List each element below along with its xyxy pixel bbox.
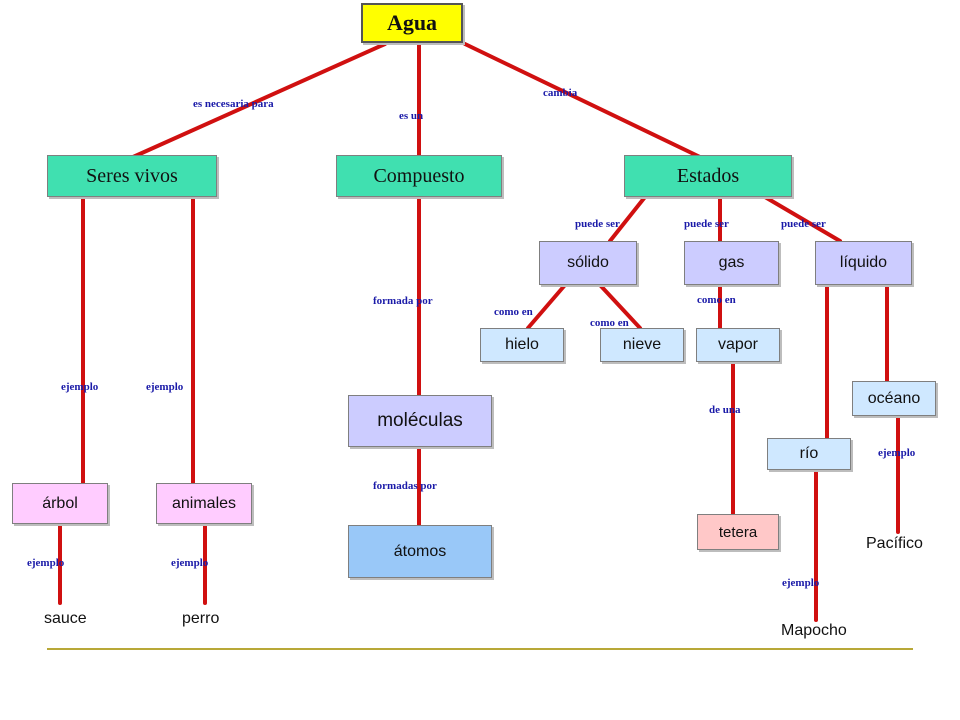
node-vapor: vapor bbox=[696, 328, 780, 362]
node-atomos: átomos bbox=[348, 525, 492, 578]
label-es-un: es un bbox=[399, 110, 424, 122]
label-puede-ser-liquido: puede ser bbox=[781, 218, 826, 230]
node-gas: gas bbox=[684, 241, 779, 285]
node-oceano: océano bbox=[852, 381, 936, 416]
node-hielo: hielo bbox=[480, 328, 564, 362]
line-solido-hielo bbox=[526, 283, 567, 330]
leaf-pacifico: Pacífico bbox=[866, 535, 923, 552]
line-solido-nieve bbox=[598, 283, 642, 330]
label-ejemplo-animales: ejemplo bbox=[146, 381, 184, 393]
line-agua-seres bbox=[131, 42, 387, 159]
label-ejemplo-perro: ejemplo bbox=[171, 557, 209, 569]
node-animales: animales bbox=[156, 483, 252, 524]
node-compuesto: Compuesto bbox=[336, 155, 502, 197]
node-solido: sólido bbox=[539, 241, 637, 285]
label-ejemplo-mapocho: ejemplo bbox=[782, 577, 820, 589]
label-ejemplo-pacifico: ejemplo bbox=[878, 447, 916, 459]
label-formada-por: formada por bbox=[373, 295, 433, 307]
node-agua: Agua bbox=[361, 3, 463, 43]
node-nieve: nieve bbox=[600, 328, 684, 362]
node-liquido: líquido bbox=[815, 241, 912, 285]
line-estados-liquido bbox=[763, 195, 842, 243]
leaf-perro: perro bbox=[182, 610, 220, 627]
label-puede-ser-gas: puede ser bbox=[684, 218, 729, 230]
label-ejemplo-arbol: ejemplo bbox=[61, 381, 99, 393]
label-de-una: de una bbox=[709, 404, 741, 416]
leaf-sauce: sauce bbox=[44, 610, 87, 627]
label-como-en-nieve: como en bbox=[590, 317, 629, 329]
label-ejemplo-sauce: ejemplo bbox=[27, 557, 65, 569]
node-tetera: tetera bbox=[697, 514, 779, 550]
label-puede-ser-solido: puede ser bbox=[575, 218, 620, 230]
leaf-mapocho: Mapocho bbox=[781, 622, 847, 639]
label-es-necesaria-para: es necesaria para bbox=[193, 98, 274, 110]
node-moleculas: moléculas bbox=[348, 395, 492, 447]
label-como-en-hielo: como en bbox=[494, 306, 533, 318]
line-estados-solido bbox=[608, 195, 647, 243]
label-formadas-por: formadas por bbox=[373, 480, 437, 492]
footer-rule bbox=[47, 648, 913, 650]
node-rio: río bbox=[767, 438, 851, 470]
label-cambia: cambia bbox=[543, 87, 578, 99]
node-estados: Estados bbox=[624, 155, 792, 197]
line-agua-estados bbox=[463, 42, 702, 159]
node-seres-vivos: Seres vivos bbox=[47, 155, 217, 197]
node-arbol: árbol bbox=[12, 483, 108, 524]
label-como-en-vapor: como en bbox=[697, 294, 736, 306]
